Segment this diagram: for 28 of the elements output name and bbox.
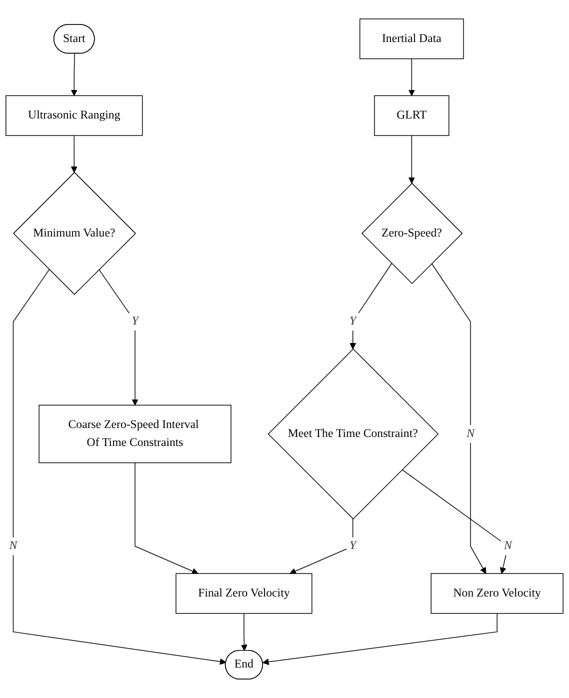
node-diamond: Minimum Value?	[13, 172, 136, 295]
edge-label: N	[466, 427, 474, 440]
edge-label: Y	[350, 315, 356, 328]
arrow	[431, 263, 486, 574]
arrow	[134, 462, 198, 574]
edge-label: N	[504, 540, 512, 552]
edge-label: Y	[350, 540, 356, 552]
arrow	[408, 135, 415, 184]
arrow	[402, 469, 508, 574]
arrow	[262, 613, 498, 666]
node-box: Inertial Data	[359, 18, 464, 60]
node-diamond: Zero-Speed?	[361, 182, 463, 284]
arrow	[12, 269, 226, 665]
arrow	[240, 613, 248, 651]
arrow	[290, 518, 354, 574]
edge-label: Y	[132, 315, 138, 328]
arrow	[98, 269, 138, 406]
arrow	[408, 58, 415, 96]
node-box: Coarse Zero-Speed Interval Of Time Constraints	[38, 404, 232, 464]
arrow	[70, 53, 78, 96]
node-box: Non Zero Velocity	[430, 573, 564, 614]
arrow	[350, 263, 392, 350]
edge-label: N	[9, 540, 18, 552]
node-box: GLRT	[374, 95, 450, 136]
node-box: Final Zero Velocity	[176, 573, 312, 614]
node-box: Ultrasonic Ranging	[6, 95, 143, 136]
arrow	[70, 135, 78, 173]
node-diamond: Meet The Time Constraint?	[268, 348, 439, 520]
